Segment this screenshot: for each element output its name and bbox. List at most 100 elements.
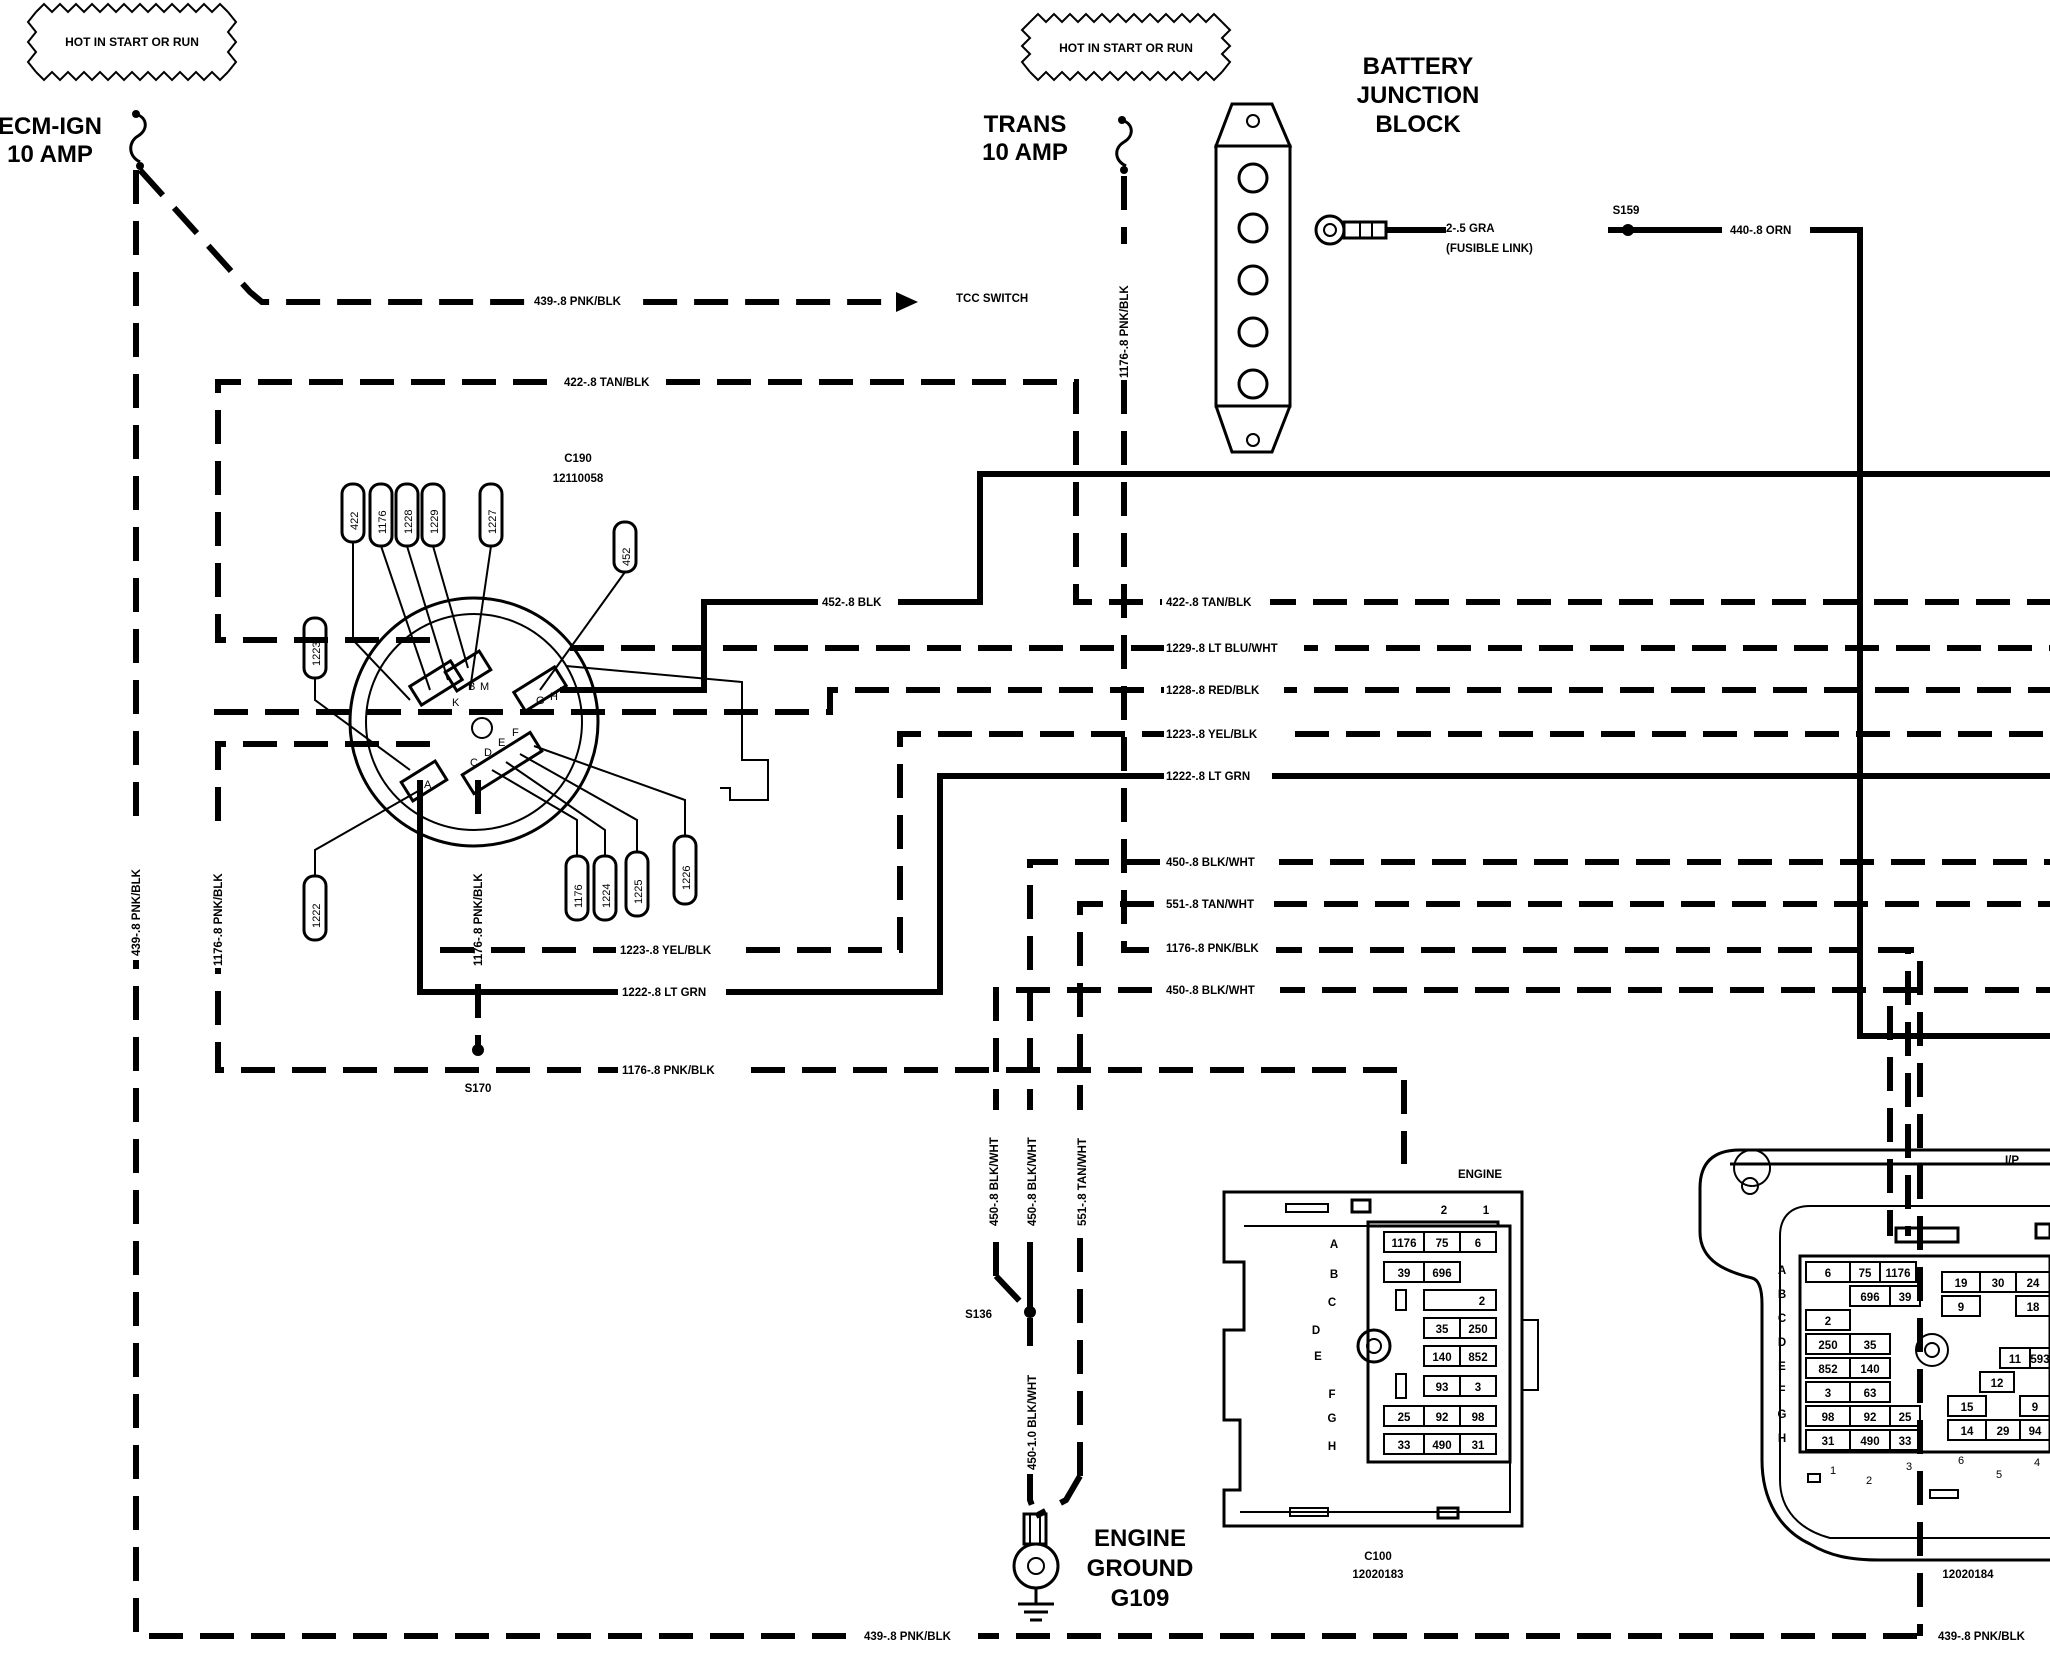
wire-1223-low-label: 1223-.8 YEL/BLK [620, 945, 712, 957]
fuse-ecm-ign-terminal-low [136, 162, 144, 170]
tag-1176-bottom: 1176 [573, 884, 585, 908]
fuse-ecm-ign-name: ECM-IGN [0, 113, 102, 140]
c100-ip-pin: 3 [1906, 1461, 1912, 1473]
wire-450-10-label: 450-1.0 BLK/WHT [1027, 1375, 1039, 1470]
engine-ground-line1: ENGINE [1094, 1525, 1186, 1552]
engine-ground-line3: G109 [1111, 1585, 1170, 1612]
c100-ip-cell: 24 [2027, 1278, 2040, 1290]
c100-cell: 31 [1472, 1440, 1485, 1452]
c100-ip-pin: 1 [1830, 1465, 1836, 1477]
c100-row-c: C [1328, 1297, 1336, 1309]
c100-ip-cell: 19 [1955, 1278, 1968, 1290]
c100-ip-cell: 29 [1997, 1426, 2010, 1438]
c100-row-e: E [1314, 1351, 1322, 1363]
pin-b: B [468, 681, 475, 693]
wire-2-fusible-label: 2-.5 GRA [1446, 223, 1495, 235]
c100-ip-cell: 12 [1991, 1378, 2004, 1390]
c100-cell: 250 [1468, 1324, 1487, 1336]
c100-cell: 33 [1398, 1440, 1411, 1452]
c100-cell: 93 [1436, 1382, 1449, 1394]
wire-450-a-label: 450-.8 BLK/WHT [1166, 857, 1255, 869]
c100-ip-cell: 250 [1818, 1340, 1837, 1352]
c100-part-label: 12020183 [1352, 1569, 1403, 1581]
wire-1229-label: 1229-.8 LT BLU/WHT [1166, 643, 1278, 655]
c100-conn-label: C100 [1364, 1551, 1392, 1563]
c100-ip-cell: 98 [1822, 1412, 1835, 1424]
c100-ip-pin: 4 [2034, 1457, 2040, 1469]
c100-title: ENGINE [1458, 1169, 1502, 1181]
wire-450-b-label: 450-.8 BLK/WHT [1166, 985, 1255, 997]
c100-ip-cell: 33 [1899, 1436, 1912, 1448]
c100-ip-cell: 35 [1864, 1340, 1877, 1352]
c100-ip-cell: 75 [1859, 1268, 1872, 1280]
c100-cell: 2 [1479, 1296, 1485, 1308]
wire-452-label: 452-.8 BLK [822, 597, 882, 609]
pin-f: F [512, 727, 519, 739]
wire-1176-top-vertical-label: 1176-.8 PNK/BLK [1119, 285, 1131, 378]
tag-1229: 1229 [429, 510, 441, 534]
wire-439-bottom-label-a: 439-.8 PNK/BLK [864, 1631, 952, 1643]
battery-block-line2: JUNCTION [1357, 82, 1480, 109]
arrow-tcc [896, 292, 918, 312]
c100-col-2: 2 [1441, 1205, 1447, 1217]
pin-m: M [480, 681, 489, 693]
c100-cell: 852 [1468, 1352, 1487, 1364]
c100-row-d: D [1312, 1325, 1320, 1337]
tag-1176-top: 1176 [377, 510, 389, 534]
c100-ip-cell: 6 [1825, 1268, 1831, 1280]
splice-s159-label: S159 [1613, 205, 1640, 217]
c100-ip-cell: 9 [2032, 1402, 2038, 1414]
c100-ip-cell: 9 [1958, 1302, 1964, 1314]
fuse-trans-rating: 10 AMP [982, 139, 1068, 166]
pin-a: A [424, 779, 432, 791]
c100-ip-cell: 92 [1864, 1412, 1877, 1424]
pin-c: C [470, 757, 478, 769]
engine-ground-symbol [1012, 1512, 1060, 1622]
c100-cell: 25 [1398, 1412, 1411, 1424]
fuse-trans-terminal [1118, 116, 1126, 124]
c100-cell: 35 [1436, 1324, 1449, 1336]
c100-cell: 6 [1475, 1238, 1481, 1250]
c100-ip-cell: 18 [2027, 1302, 2040, 1314]
battery-junction-block: BATTERY JUNCTION BLOCK [1213, 53, 1480, 454]
pin-h: H [550, 691, 558, 703]
switch-conn-label: C190 [564, 453, 592, 465]
tag-422: 422 [349, 512, 361, 530]
engine-ground-line2: GROUND [1087, 1555, 1194, 1582]
switch-part-label: 12110058 [553, 473, 604, 485]
c100-ip-row-g: G [1778, 1409, 1787, 1421]
splice-s170-label: S170 [465, 1083, 492, 1095]
hot-note-mid-text: HOT IN START OR RUN [1059, 41, 1193, 55]
c100-ip-cell: 2 [1825, 1316, 1831, 1328]
hot-note-left: HOT IN START OR RUN [26, 2, 238, 82]
pin-e: E [498, 737, 505, 749]
c100-ip-row-c: C [1778, 1313, 1786, 1325]
c100-ip-cell: 25 [1899, 1412, 1912, 1424]
c100-col-1: 1 [1483, 1205, 1490, 1217]
tag-1228: 1228 [403, 510, 415, 534]
pin-k: K [452, 697, 460, 709]
c100-ip-cell: 490 [1860, 1436, 1879, 1448]
c100-ip-cell: 593 [2030, 1354, 2049, 1366]
fuse-trans-symbol [1115, 118, 1133, 168]
fuse-ecm-ign-rating: 10 AMP [7, 141, 93, 168]
wire-1176-right-label: 1176-.8 PNK/BLK [1166, 943, 1259, 955]
tag-1227: 1227 [487, 510, 499, 534]
wire-551-vertical-label: 551-.8 TAN/WHT [1077, 1138, 1089, 1226]
splice-s170 [472, 1044, 484, 1056]
c100-ip-part-label: 12020184 [1942, 1569, 1994, 1581]
tag-1226: 1226 [681, 866, 693, 890]
wire-1176-low-label: 1176-.8 PNK/BLK [622, 1065, 715, 1077]
wire-551-label: 551-.8 TAN/WHT [1166, 899, 1254, 911]
c100-ip-cell: 94 [2029, 1426, 2042, 1438]
wire-1176-left-vertical-label: 1176-.8 PNK/BLK [213, 873, 225, 966]
wire-450-vertical-1-label: 450-.8 BLK/WHT [989, 1137, 1001, 1226]
c100-ip-cell: 696 [1860, 1292, 1879, 1304]
tcc-switch-label: TCC SWITCH [956, 293, 1028, 305]
fusible-link-terminal [1314, 214, 1388, 246]
c100-ip-cell: 140 [1860, 1364, 1879, 1376]
c100-row-a: A [1330, 1239, 1338, 1251]
tag-1224: 1224 [601, 884, 613, 908]
